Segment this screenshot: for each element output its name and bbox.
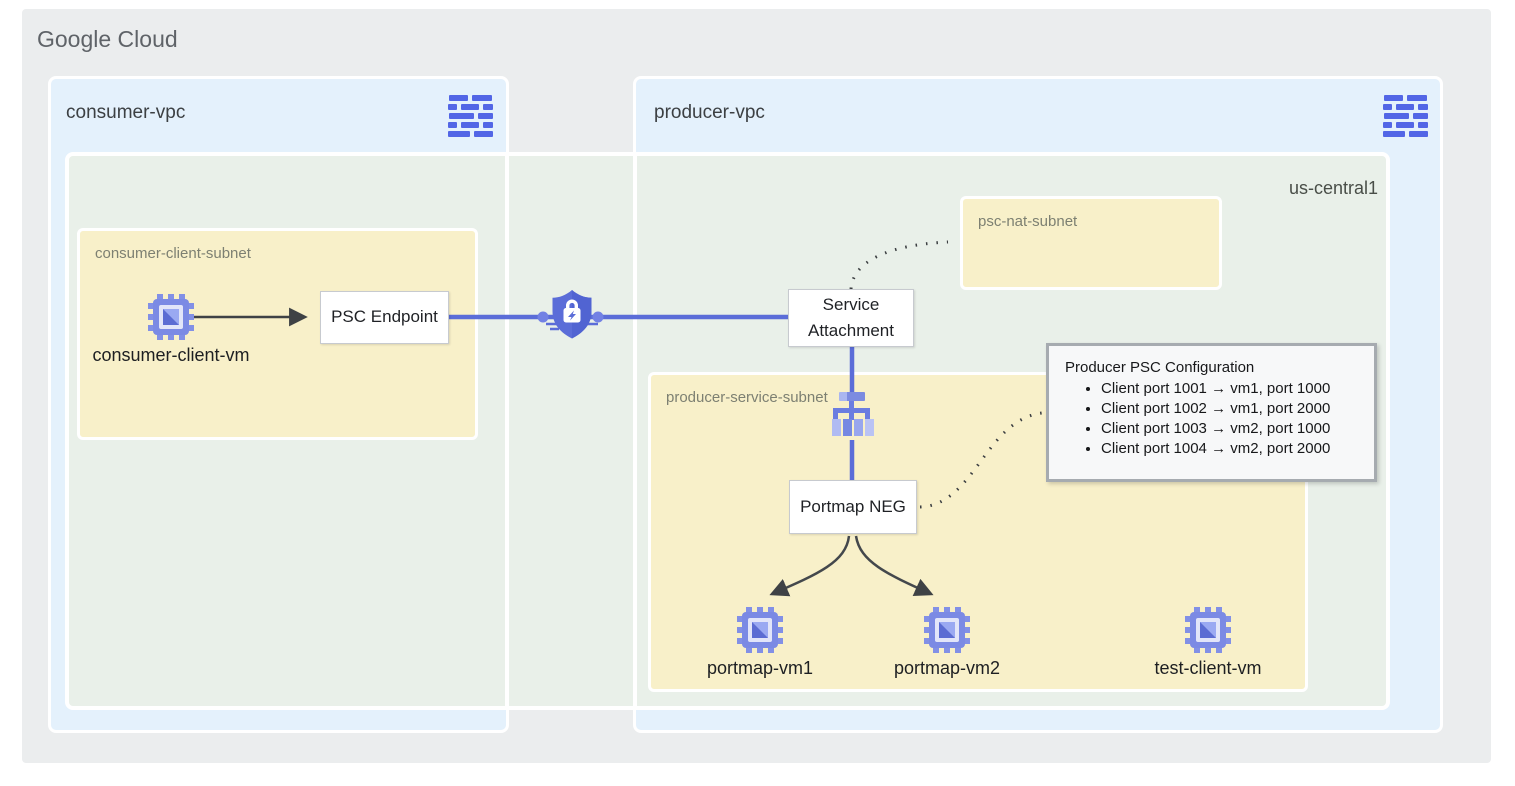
psc-nat-subnet-label: psc-nat-subnet: [978, 213, 1078, 230]
producer-psc-config-list: Client port 1001 → vm1, port 1000 Client…: [1049, 379, 1374, 458]
config-item: Client port 1001 → vm1, port 1000: [1101, 379, 1374, 398]
vpc-border-strip: [505, 152, 509, 710]
consumer-client-vm: consumer-client-vm: [76, 294, 266, 366]
portmap-vm2-label: portmap-vm2: [893, 658, 1001, 678]
consumer-vpc-label: consumer-vpc: [66, 102, 186, 123]
portmap-neg-node: Portmap NEG: [789, 480, 917, 534]
test-client-vm: test-client-vm: [1113, 607, 1303, 679]
consumer-vpc-network-icon: [448, 95, 493, 137]
compute-engine-icon: [1185, 607, 1231, 653]
config-item: Client port 1002 → vm1, port 2000: [1101, 399, 1374, 418]
vpc-border-strip: [633, 152, 637, 710]
compute-engine-icon: [148, 294, 194, 340]
producer-vpc-network-icon: [1383, 95, 1428, 137]
test-client-vm-label: test-client-vm: [1154, 658, 1262, 678]
service-attachment-node: Service Attachment: [788, 289, 914, 347]
load-balancer-icon: [829, 392, 875, 440]
config-item: Client port 1003 → vm2, port 1000: [1101, 419, 1374, 438]
portmap-vm1-label: portmap-vm1: [706, 658, 814, 678]
producer-psc-config-box: Producer PSC Configuration Client port 1…: [1046, 343, 1377, 482]
psc-endpoint-label: PSC Endpoint: [331, 307, 438, 327]
google-cloud-title: Google Cloud: [37, 26, 178, 52]
portmap-vm2: portmap-vm2: [852, 607, 1042, 679]
service-attachment-label: Service Attachment: [808, 294, 894, 340]
psc-nat-subnet-box: psc-nat-subnet: [960, 196, 1222, 290]
portmap-vm1: portmap-vm1: [665, 607, 855, 679]
compute-engine-icon: [924, 607, 970, 653]
config-item: Client port 1004 → vm2, port 2000: [1101, 439, 1374, 458]
producer-service-subnet-label: producer-service-subnet: [666, 389, 828, 406]
producer-vpc-label: producer-vpc: [654, 102, 765, 123]
region-label: us-central1: [1288, 178, 1378, 198]
consumer-client-subnet-label: consumer-client-subnet: [95, 245, 251, 262]
producer-psc-config-title: Producer PSC Configuration: [1065, 359, 1255, 376]
consumer-client-vm-label: consumer-client-vm: [92, 345, 250, 365]
psc-endpoint-node: PSC Endpoint: [320, 291, 449, 344]
portmap-neg-label: Portmap NEG: [800, 496, 906, 516]
compute-engine-icon: [737, 607, 783, 653]
